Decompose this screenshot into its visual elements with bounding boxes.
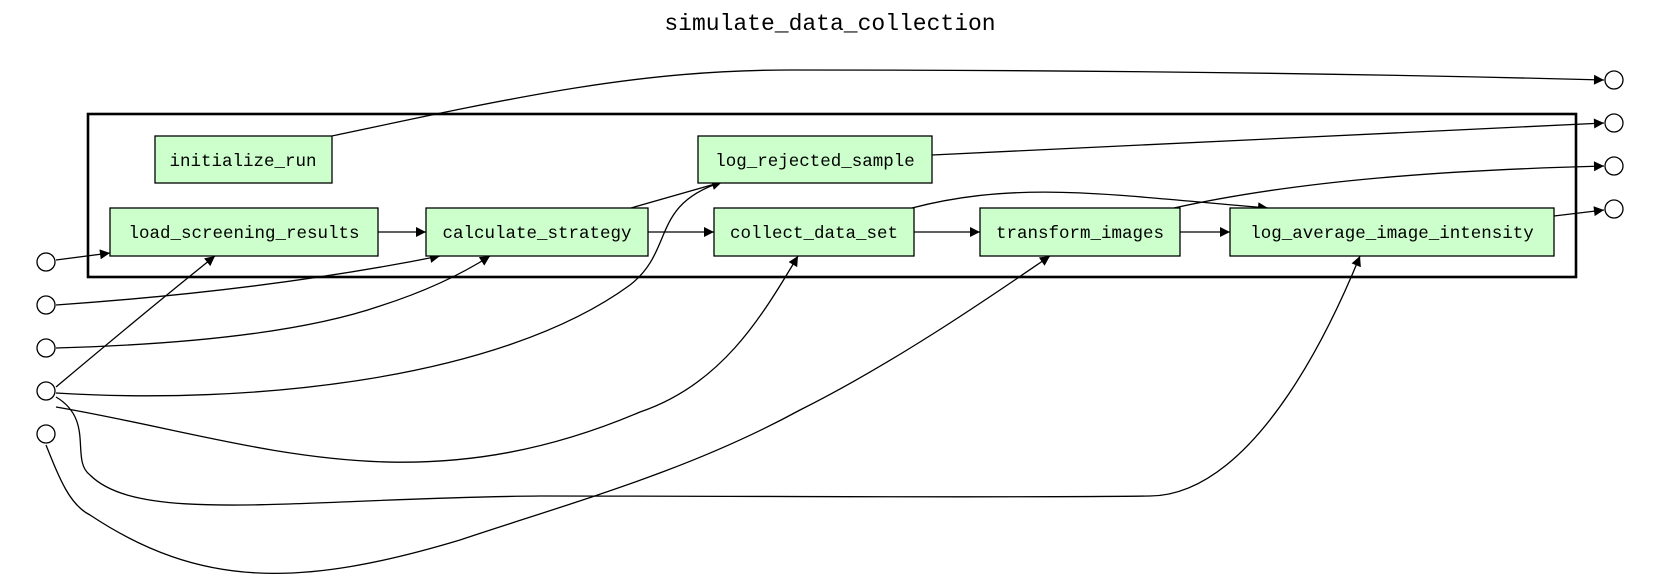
edge-input4-to-collect: [55, 255, 799, 463]
output-port-4: [1604, 199, 1624, 219]
node-label: initialize_run: [169, 152, 316, 172]
output-port-3: [1604, 156, 1624, 176]
node-calculate-strategy[interactable]: calculate_strategy: [425, 207, 649, 257]
input-port-1: [36, 252, 56, 272]
input-port-4: [36, 381, 56, 401]
edge-input4-to-load: [55, 255, 216, 388]
node-log-rejected-sample[interactable]: log_rejected_sample: [697, 135, 933, 184]
node-label: log_average_image_intensity: [1250, 224, 1534, 244]
node-label: calculate_strategy: [442, 224, 631, 244]
node-label: collect_data_set: [730, 224, 898, 244]
node-initialize-run[interactable]: initialize_run: [154, 135, 333, 184]
input-port-3: [36, 338, 56, 358]
edge-input3-to-calculate: [55, 255, 491, 349]
node-load-screening-results[interactable]: load_screening_results: [109, 207, 379, 257]
edge-rejected-to-output: [931, 118, 1605, 156]
node-label: transform_images: [996, 224, 1164, 244]
node-log-average-image-intensity[interactable]: log_average_image_intensity: [1229, 207, 1555, 257]
node-label: load_screening_results: [128, 224, 359, 244]
edge-transform-to-output: [1173, 161, 1605, 209]
edge-calculate-to-rejected: [630, 179, 723, 209]
output-port-1: [1604, 70, 1624, 90]
edges: [45, 69, 1605, 575]
node-collect-data-set[interactable]: collect_data_set: [713, 207, 915, 257]
edge-average-to-output: [1553, 206, 1605, 217]
edge-input5-to-transform: [45, 255, 1051, 575]
node-transform-images[interactable]: transform_images: [979, 207, 1181, 257]
input-port-2: [36, 295, 56, 315]
diagram-title: simulate_data_collection: [664, 11, 995, 37]
edge-input2-to-calculate: [55, 253, 441, 306]
node-label: log_rejected_sample: [715, 152, 915, 172]
edge-input4-to-rejected: [55, 180, 723, 397]
input-port-5: [36, 424, 56, 444]
edge-input1-to-load: [55, 249, 111, 261]
edge-collect-to-average: [911, 191, 1269, 213]
output-port-2: [1604, 113, 1624, 133]
workflow-cluster: [86, 112, 1578, 279]
edge-initialize-to-output: [331, 69, 1605, 137]
edge-input4-to-average: [55, 255, 1361, 506]
